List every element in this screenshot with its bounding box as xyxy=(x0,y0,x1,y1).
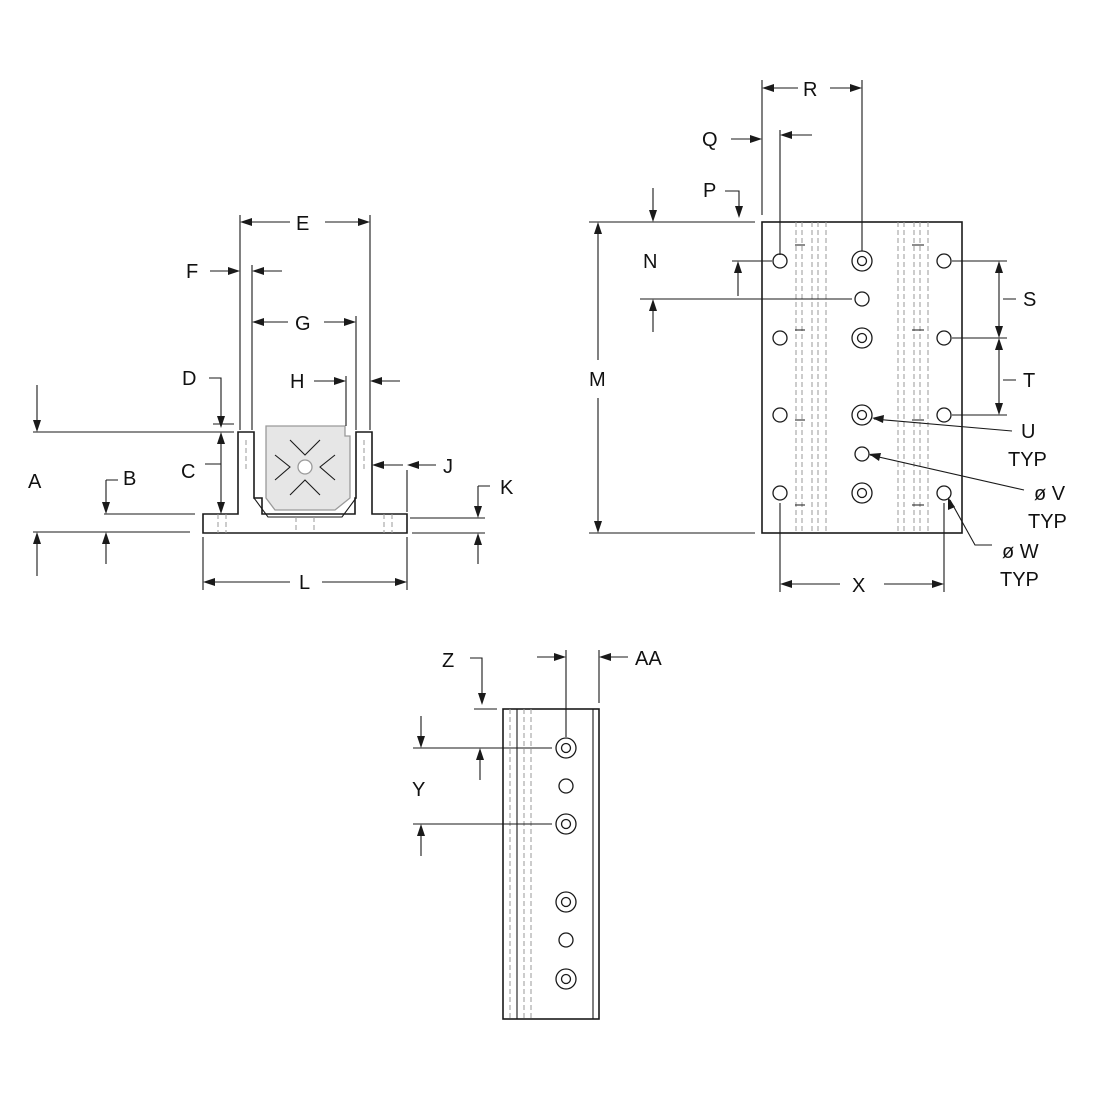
label-W: ø W xyxy=(1002,541,1039,563)
side-view-plate xyxy=(502,708,600,1020)
hole-w xyxy=(772,407,788,423)
top-view-plate xyxy=(761,221,963,534)
label-E: E xyxy=(296,213,309,235)
label-F: F xyxy=(186,261,198,283)
side-hole xyxy=(558,778,574,794)
label-W-typ: TYP xyxy=(1000,569,1039,591)
label-Q: Q xyxy=(702,129,718,151)
side-view: Y Z AA xyxy=(412,648,662,1020)
label-B: B xyxy=(123,468,136,490)
hole-w xyxy=(936,485,952,501)
label-Y: Y xyxy=(412,779,425,801)
label-U-typ: TYP xyxy=(1008,449,1047,471)
front-view: A B C D E F G H J xyxy=(28,213,514,594)
channel-bottom xyxy=(253,497,357,518)
label-C: C xyxy=(181,461,195,483)
hole-w xyxy=(936,330,952,346)
label-R: R xyxy=(803,79,817,101)
label-M: M xyxy=(589,369,606,391)
bracket-outline xyxy=(202,431,408,534)
label-V: ø V xyxy=(1034,483,1066,505)
base-hidden-lines xyxy=(217,440,393,533)
hole-w xyxy=(772,253,788,269)
top-view: M N P Q R S T U TYP ø V TYP ø W TYP xyxy=(589,79,1067,597)
label-S: S xyxy=(1023,289,1036,311)
label-T: T xyxy=(1023,370,1035,392)
side-view-hidden-lines xyxy=(509,709,532,1019)
hole-w xyxy=(772,485,788,501)
profile-center-bore xyxy=(297,459,313,475)
side-hole xyxy=(558,932,574,948)
hole-w xyxy=(772,330,788,346)
hole-v xyxy=(854,291,870,307)
label-D: D xyxy=(182,368,196,390)
label-Z: Z xyxy=(442,650,454,672)
label-N: N xyxy=(643,251,657,273)
hole-w xyxy=(936,253,952,269)
label-AA: AA xyxy=(635,648,662,670)
label-J: J xyxy=(443,456,453,478)
label-K: K xyxy=(500,477,514,499)
label-X: X xyxy=(852,575,865,597)
dim-A-ext xyxy=(33,431,234,533)
top-view-hidden-lines xyxy=(795,222,929,533)
label-P: P xyxy=(703,180,716,202)
label-G: G xyxy=(295,313,311,335)
hole-w xyxy=(936,407,952,423)
label-A: A xyxy=(28,471,42,493)
label-L: L xyxy=(299,572,310,594)
label-U: U xyxy=(1021,421,1035,443)
profile-slot xyxy=(274,439,336,496)
hole-v xyxy=(854,446,870,462)
label-V-typ: TYP xyxy=(1028,511,1067,533)
label-H: H xyxy=(290,371,304,393)
